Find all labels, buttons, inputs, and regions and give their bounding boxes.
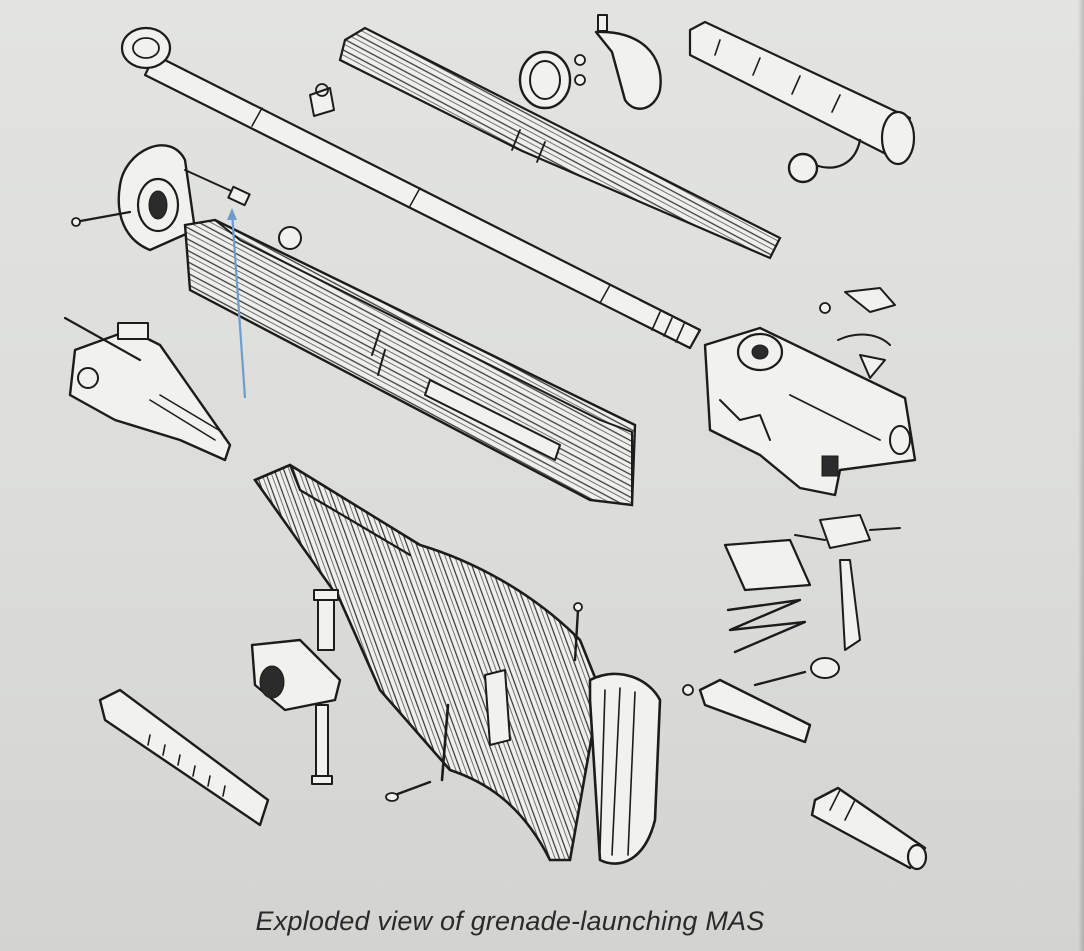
receiver (703, 326, 917, 497)
floorplate (682, 678, 812, 744)
barrel-band (518, 14, 662, 110)
stock-screws (385, 602, 583, 802)
trigger-parts-small (819, 287, 896, 379)
page-edge (1078, 0, 1084, 951)
lower-handguard (183, 218, 637, 507)
figure-caption: Exploded view of grenade-launching MAS (255, 906, 765, 936)
buttstock (253, 463, 662, 865)
barrel (120, 26, 702, 350)
magazine-follower-spring (723, 538, 840, 687)
pointer-line (230, 211, 247, 399)
upper-handguard (338, 26, 782, 260)
trigger-parts (794, 514, 901, 651)
sight-screw (309, 83, 335, 117)
cleaning-rod (98, 688, 270, 827)
lower-band (250, 589, 342, 785)
pointer-arrowhead (227, 208, 237, 220)
bolt (688, 20, 916, 184)
front-sight-block (71, 144, 251, 252)
grenade-launcher-muzzle (810, 786, 928, 871)
grenade-sight (63, 316, 232, 462)
